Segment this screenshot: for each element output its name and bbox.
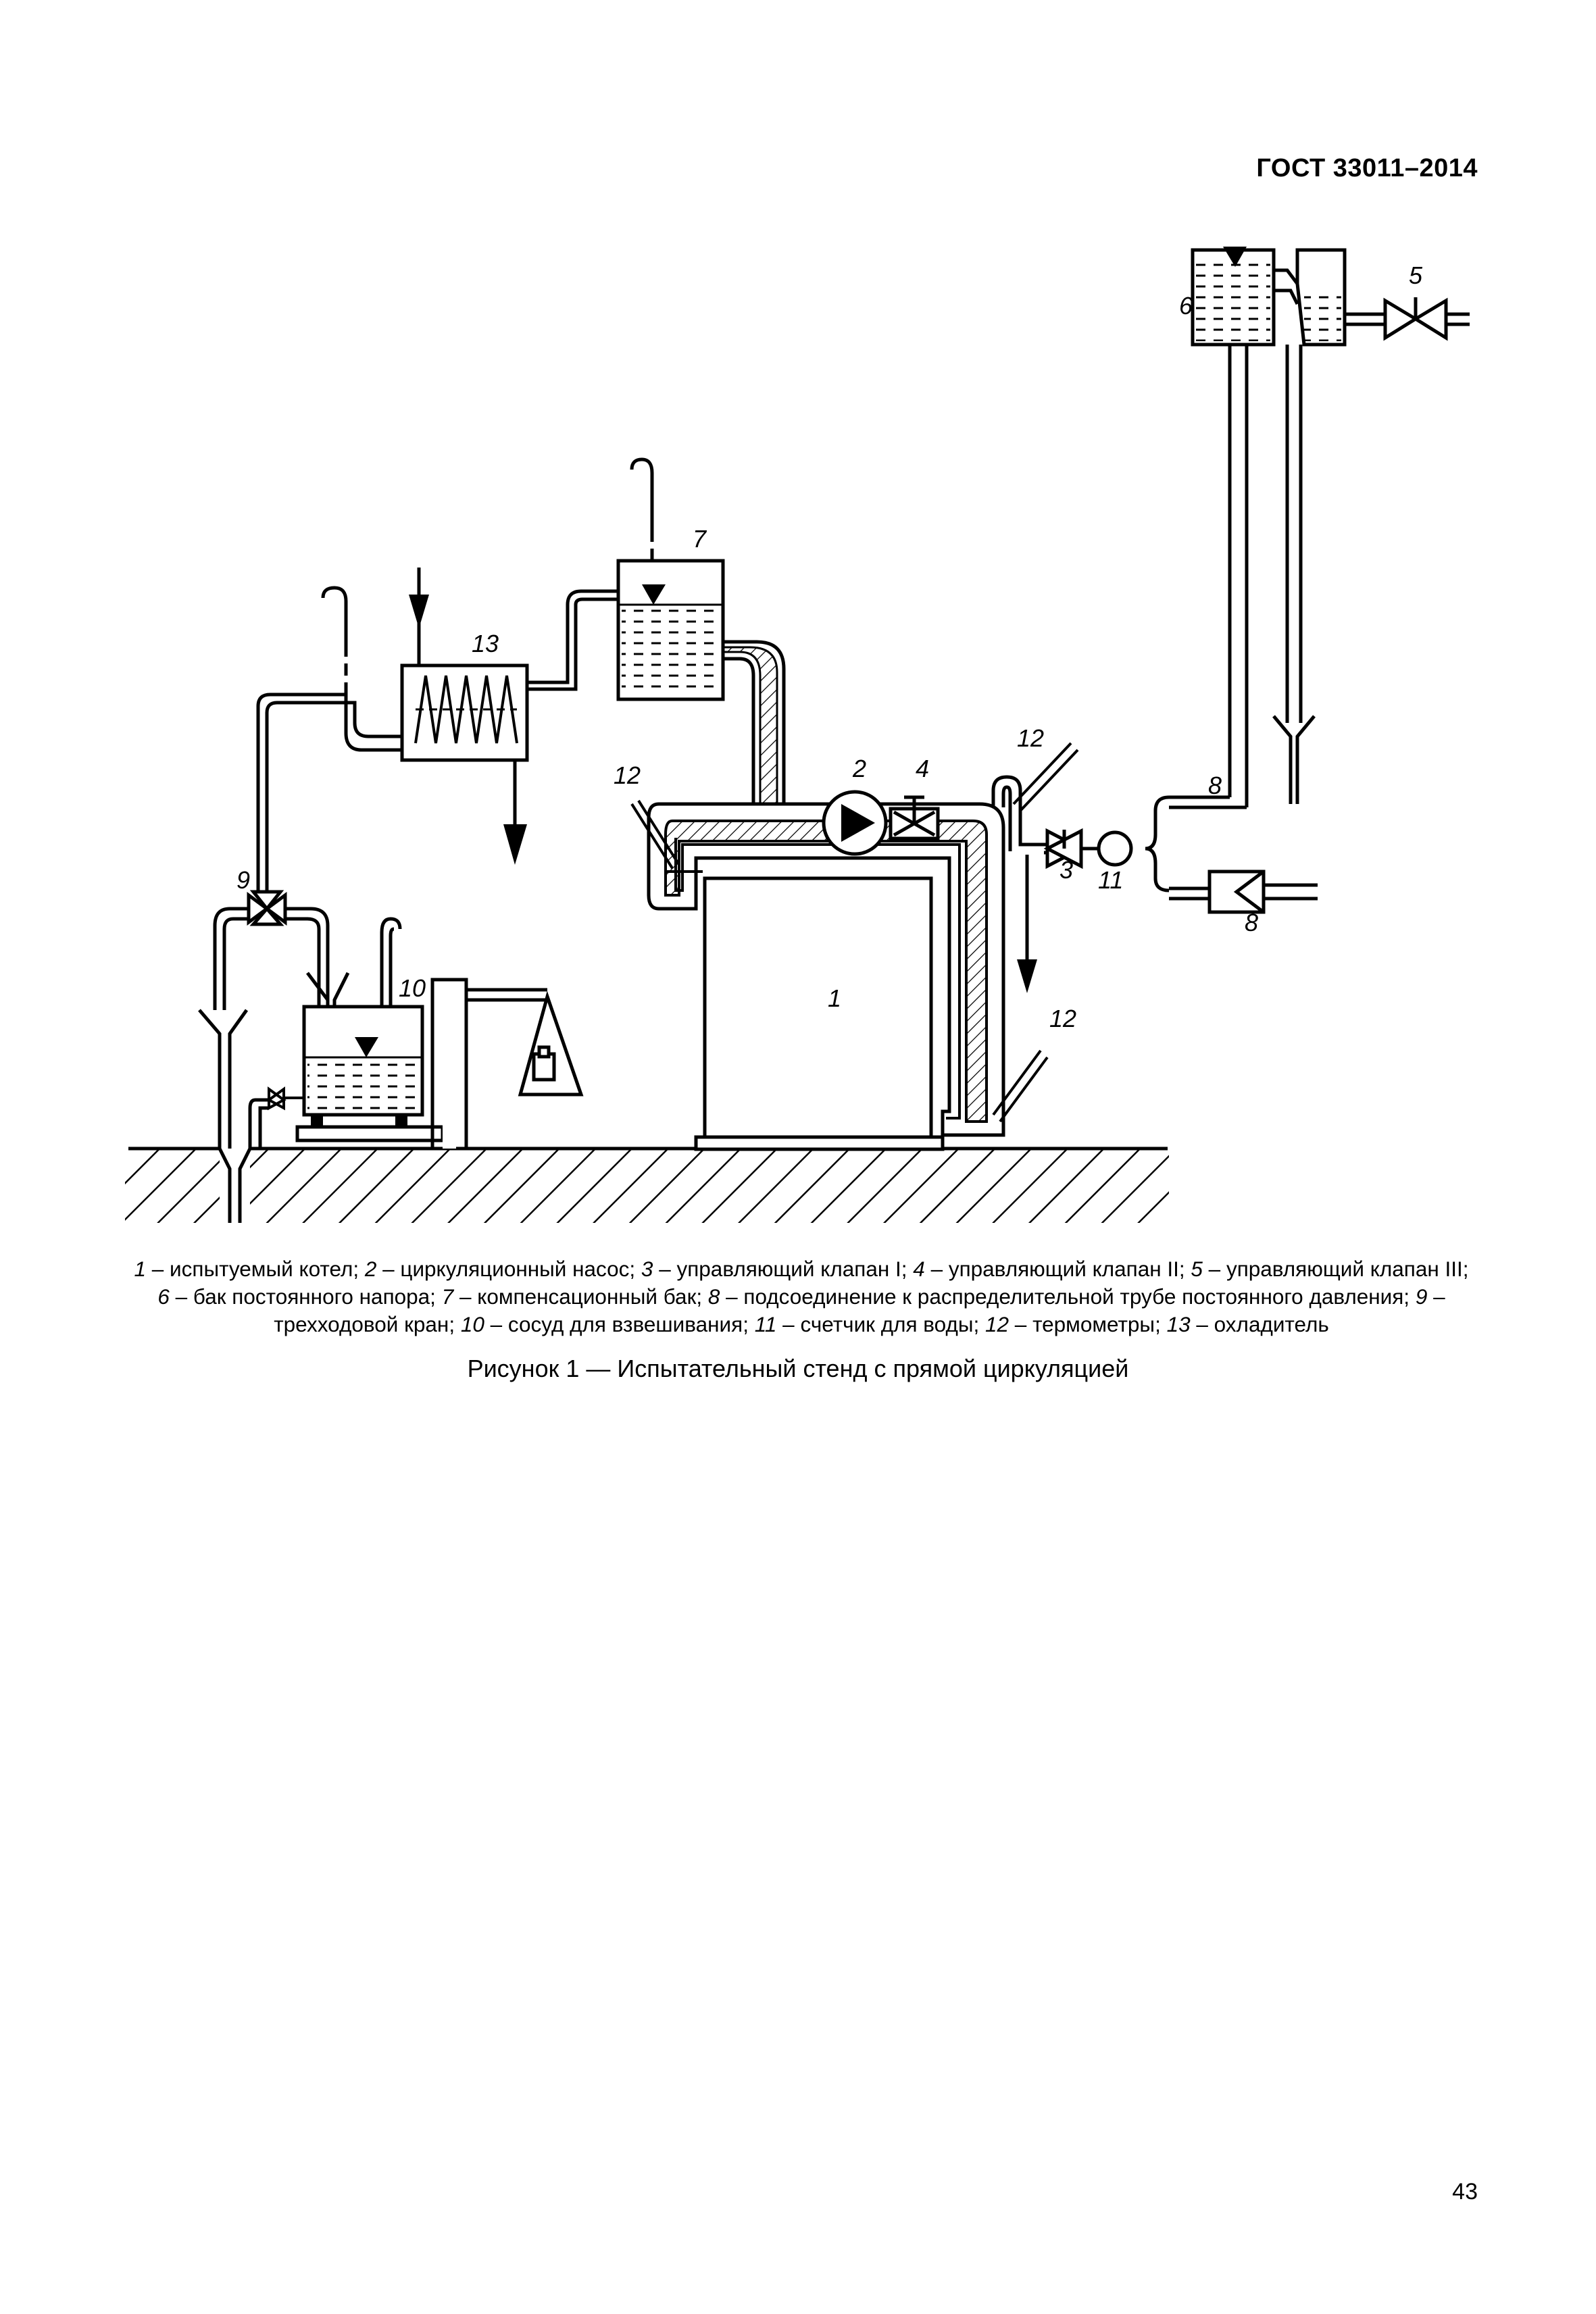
label-6: 6 bbox=[1179, 292, 1193, 320]
label-3: 3 bbox=[1059, 856, 1073, 884]
compensation-tank-7 bbox=[616, 457, 725, 701]
label-2: 2 bbox=[852, 755, 866, 782]
valve-4 bbox=[889, 795, 940, 840]
cooler-13 bbox=[400, 568, 618, 865]
label-12b: 12 bbox=[1017, 724, 1044, 752]
label-4: 4 bbox=[916, 755, 929, 782]
page-number: 43 bbox=[1452, 2179, 1478, 2205]
figure-legend: 1 – испытуемый котел; 2 – циркуляционный… bbox=[128, 1255, 1474, 1338]
legend-item: 5 – управляющий клапан III; bbox=[1191, 1257, 1469, 1281]
legend-item: 7 – компенсационный бак; bbox=[441, 1284, 708, 1309]
document-header: ГОСТ 33011–2014 bbox=[1256, 154, 1478, 182]
weighing-vessel-10 bbox=[248, 917, 445, 1149]
valve-5 bbox=[1345, 297, 1470, 341]
legend-item: 3 – управляющий клапан I; bbox=[641, 1257, 914, 1281]
test-stand-diagram: 1 2 3 4 5 6 7 8 8 9 10 11 12 12 12 13 bbox=[125, 247, 1470, 1223]
label-8a: 8 bbox=[1208, 772, 1222, 799]
legend-item: 1 – испытуемый котел; bbox=[134, 1257, 365, 1281]
legend-item: 4 – управляющий клапан II; bbox=[913, 1257, 1191, 1281]
ground bbox=[125, 1147, 1169, 1223]
legend-item: 9 – трехходовой кран; bbox=[274, 1284, 1445, 1336]
boiler-1 bbox=[694, 876, 945, 1151]
three-way-valve-9 bbox=[213, 890, 330, 1010]
thermometers-12 bbox=[630, 742, 1079, 1123]
riser-and-valve-3 bbox=[991, 775, 1133, 870]
label-1: 1 bbox=[828, 984, 841, 1012]
figure-caption: Рисунок 1 — Испытательный стенд с прямой… bbox=[467, 1355, 1129, 1382]
legend-item: 8 – подсоединение к распределительной тр… bbox=[707, 1284, 1416, 1309]
diagram-labels: 1 2 3 4 5 6 7 8 8 9 10 11 12 12 12 13 bbox=[236, 261, 1423, 1032]
label-8b: 8 bbox=[1245, 909, 1258, 936]
connection-8 bbox=[1145, 795, 1318, 914]
legend-item: 6 – бак постоянного напора; bbox=[157, 1284, 442, 1309]
legend-item: 2 – циркуляционный насос; bbox=[364, 1257, 641, 1281]
label-11: 11 bbox=[1098, 866, 1123, 894]
pump-2 bbox=[822, 790, 888, 856]
cooler-outlet-pipe bbox=[256, 586, 402, 892]
label-13: 13 bbox=[472, 630, 499, 657]
balance-scale bbox=[430, 978, 584, 1149]
legend-item: 13 – охладитель bbox=[1166, 1312, 1329, 1336]
label-9: 9 bbox=[236, 866, 250, 894]
label-12c: 12 bbox=[1049, 1005, 1076, 1032]
insulated-circuit bbox=[647, 640, 1005, 1137]
flow-arrow-down bbox=[1017, 855, 1037, 993]
label-5: 5 bbox=[1409, 261, 1423, 289]
legend-item: 11 – счетчик для воды; bbox=[754, 1312, 985, 1336]
legend-item: 10 – сосуд для взвешивания; bbox=[460, 1312, 755, 1336]
legend-item: 12 – термометры; bbox=[985, 1312, 1167, 1336]
drain-funnel bbox=[198, 1009, 249, 1149]
label-7: 7 bbox=[693, 525, 707, 553]
constant-head-tank-6 bbox=[1169, 247, 1347, 809]
label-12a: 12 bbox=[614, 761, 641, 789]
label-10: 10 bbox=[399, 974, 426, 1002]
